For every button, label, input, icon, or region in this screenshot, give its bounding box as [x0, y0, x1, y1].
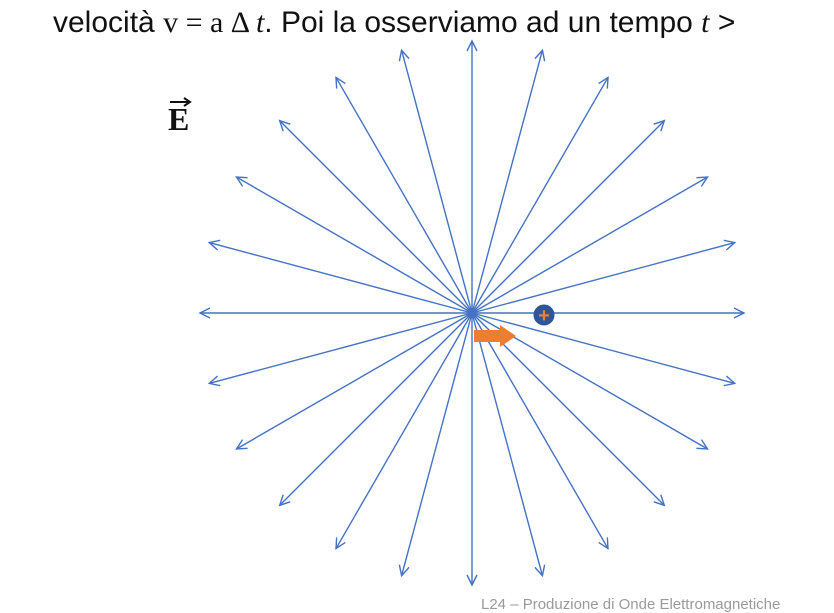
electric-field-label: E — [168, 97, 192, 137]
velocity-arrow-head — [500, 325, 516, 347]
field-line — [236, 176, 473, 314]
field-line — [471, 312, 609, 549]
field-line-arrowhead — [653, 494, 666, 507]
title-prefix: velocità — [53, 6, 164, 39]
field-line-arrowhead — [723, 239, 737, 251]
field-line — [209, 312, 473, 385]
field-line — [335, 77, 473, 314]
field-line — [471, 77, 609, 314]
field-line-arrowhead — [723, 375, 737, 387]
field-line-arrowhead — [534, 48, 546, 62]
field-line-arrowhead — [653, 119, 666, 132]
math-t: t — [255, 6, 265, 39]
field-line — [335, 312, 473, 549]
field-line — [236, 312, 473, 450]
field-lines — [198, 39, 746, 587]
field-line-arrowhead — [696, 439, 709, 450]
field-line-arrowhead — [235, 439, 248, 450]
field-line — [209, 241, 473, 314]
field-line-arrowhead — [335, 537, 346, 550]
field-line — [471, 120, 665, 314]
field-line-arrowhead — [696, 176, 709, 187]
slide-title-text: velocità v = a Δ t. Poi la osserviamo ad… — [53, 6, 735, 40]
math-v: v — [163, 6, 179, 39]
field-label-letter: E — [168, 101, 190, 137]
title-suffix: > — [709, 6, 736, 39]
field-line — [471, 312, 735, 385]
field-line-arrowhead — [466, 574, 478, 587]
footer-text: L24 – Produzione di Onde Elettromagnetic… — [481, 596, 781, 613]
charge: + — [533, 304, 555, 327]
field-line — [471, 176, 708, 314]
field-line-arrowhead — [398, 564, 410, 578]
field-line — [471, 312, 665, 506]
charge-circle — [533, 304, 555, 326]
field-line-arrowhead — [398, 48, 410, 62]
field-line-arrowhead — [278, 494, 291, 507]
math-t2: t — [701, 6, 710, 39]
field-line — [400, 50, 473, 314]
vector-arrow-icon — [170, 97, 192, 107]
field-line-arrowhead — [235, 176, 248, 187]
field-line-arrowhead — [733, 307, 746, 319]
field-line-arrowhead — [335, 76, 346, 89]
field-line — [279, 312, 473, 506]
velocity-arrow-body — [474, 330, 502, 342]
field-line — [279, 120, 473, 314]
field-line-arrowhead — [598, 537, 609, 550]
field-line-arrowhead — [278, 119, 291, 132]
title-middle: . Poi la osserviamo ad un tempo — [264, 6, 702, 39]
field-line-arrowhead — [207, 239, 221, 251]
field-line — [400, 312, 473, 576]
field-line-arrowhead — [466, 39, 478, 52]
field-line — [471, 241, 735, 314]
velocity-arrow — [474, 325, 516, 347]
field-line — [471, 312, 544, 576]
field-line-arrowhead — [598, 76, 609, 89]
math-eq: = a Δ — [178, 6, 256, 39]
field-line-arrowhead — [534, 564, 546, 578]
charge-sign: + — [538, 305, 550, 327]
field-line-arrowhead — [207, 375, 221, 387]
field-line-arrowhead — [198, 307, 211, 319]
field-line — [471, 50, 544, 314]
